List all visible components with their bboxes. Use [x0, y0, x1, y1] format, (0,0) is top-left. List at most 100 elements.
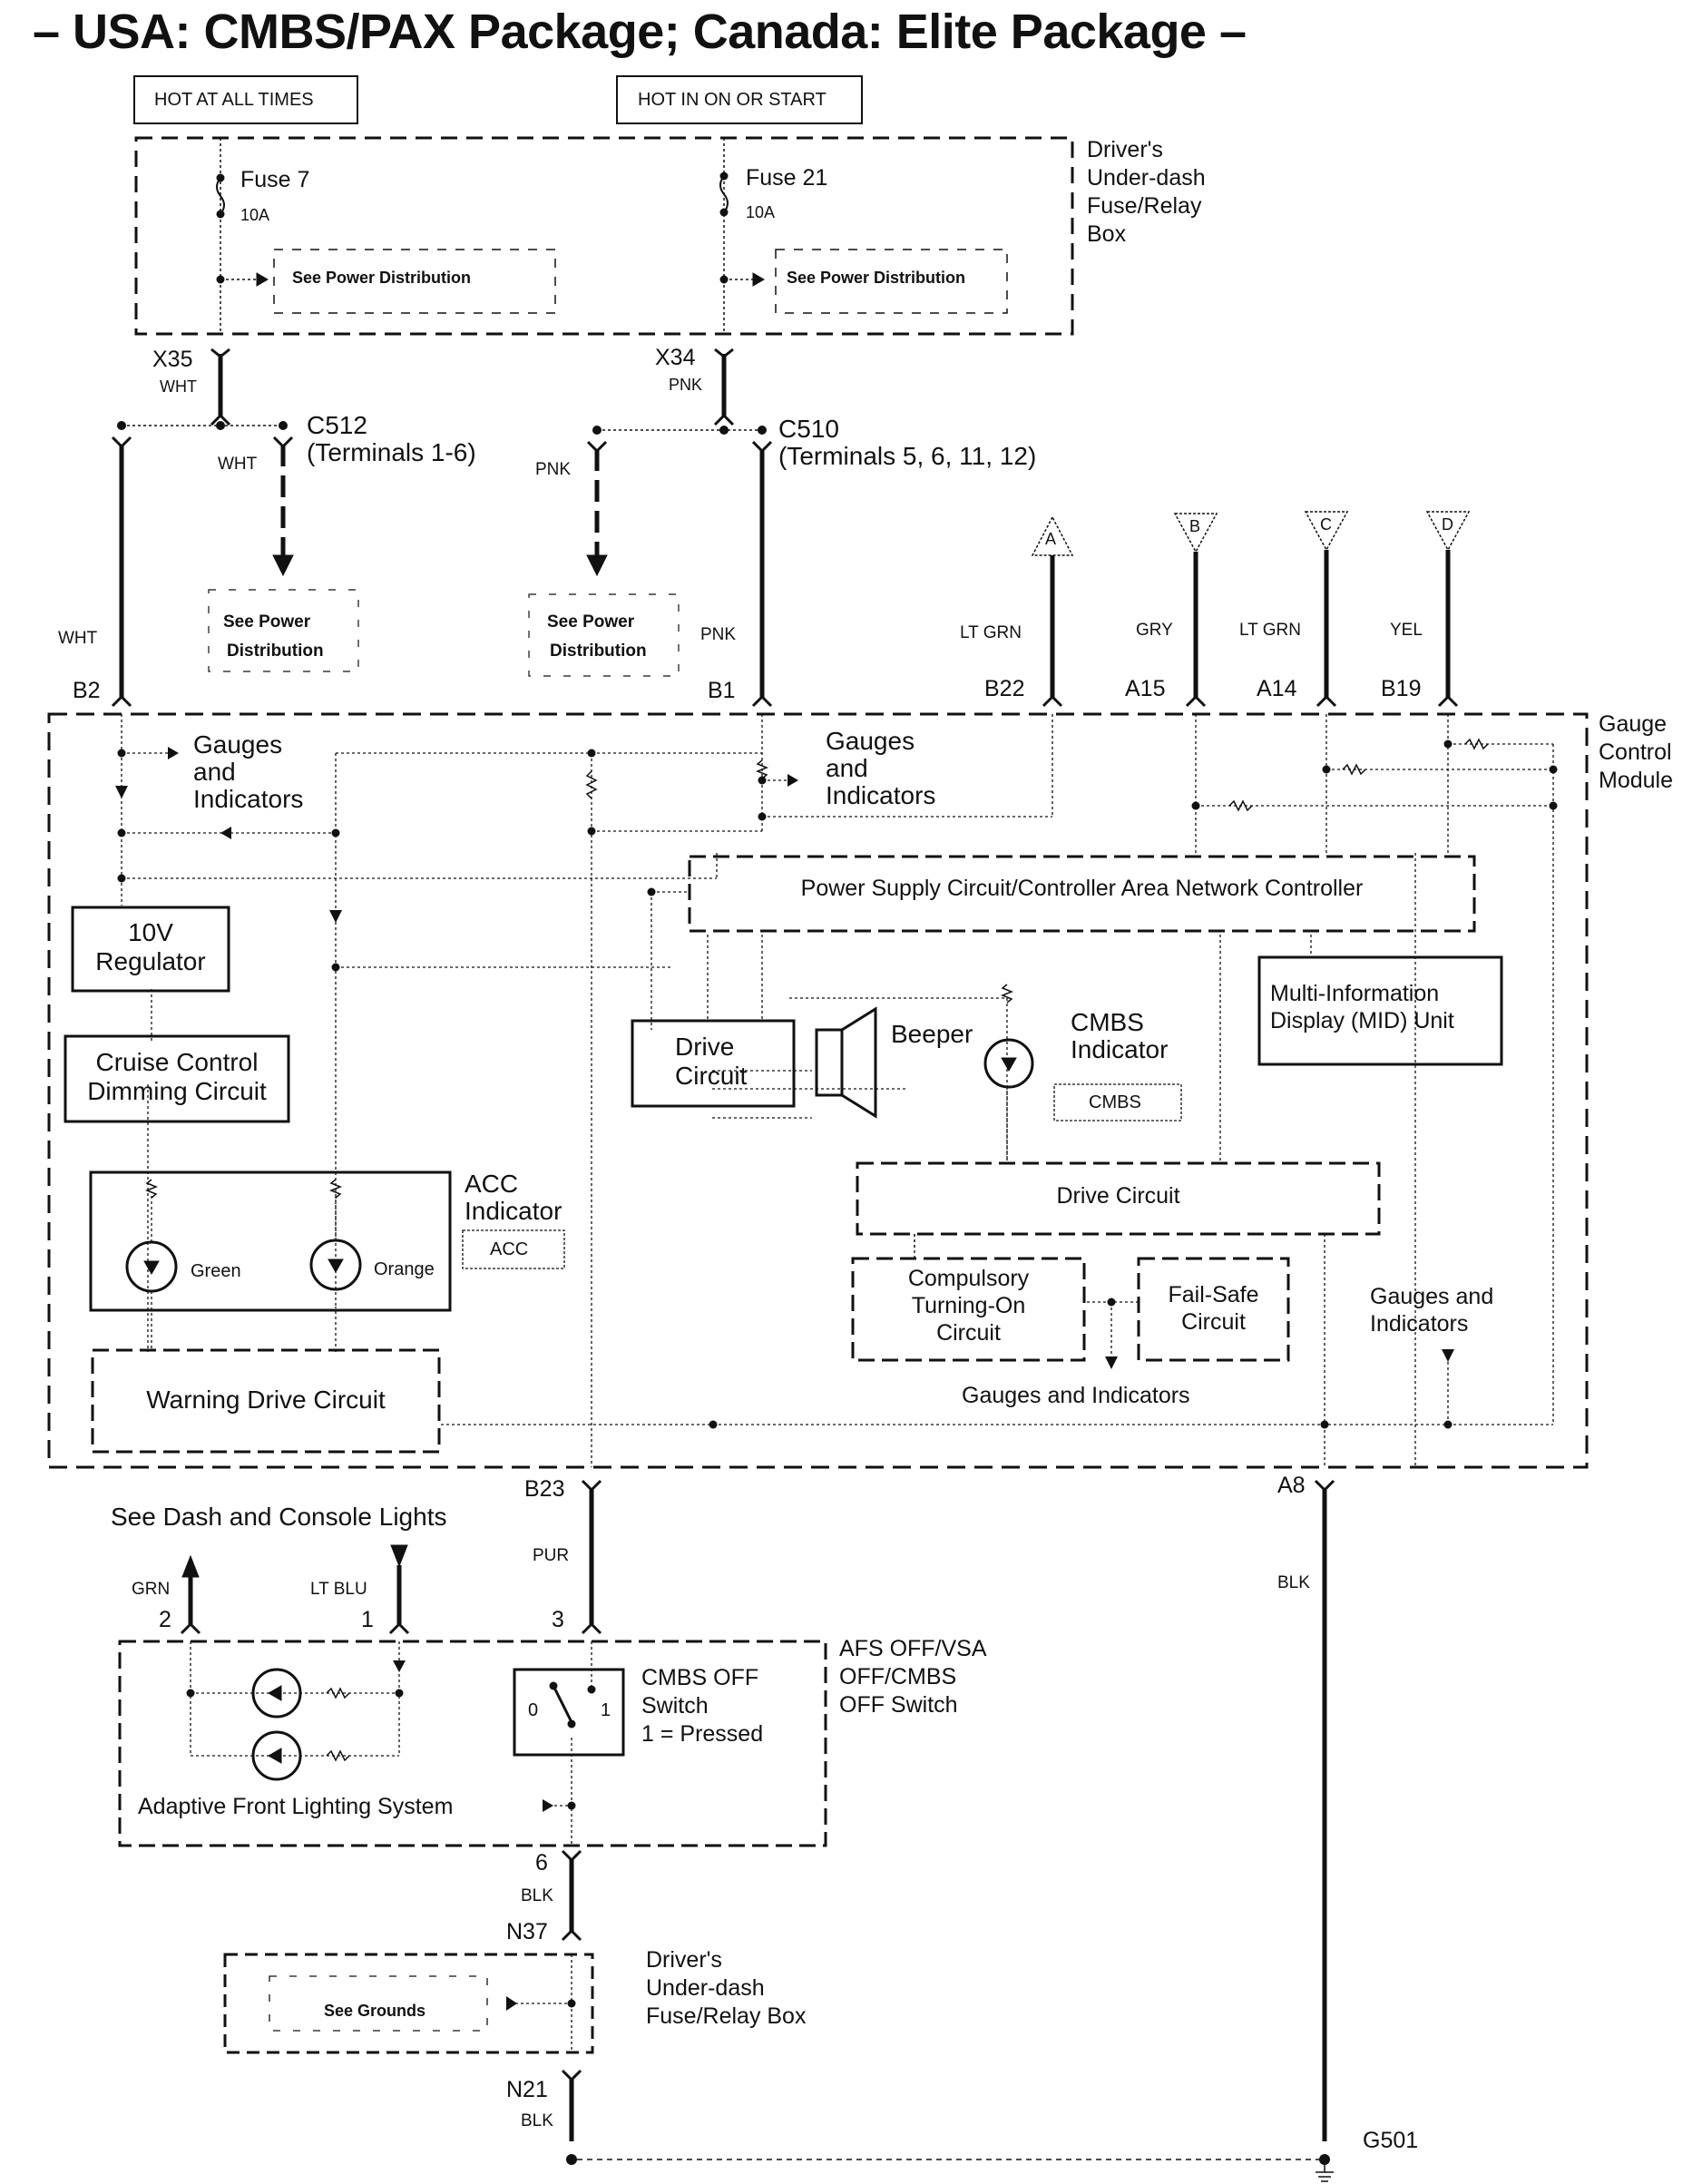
power-supply-label: Power Supply Circuit/Controller Area Net… — [800, 876, 1364, 901]
gauges-line: Gauges — [193, 730, 283, 759]
drive-circuit-2-label: Drive Circuit — [1056, 1183, 1180, 1209]
pin2-connector — [180, 1621, 201, 1635]
afs-led-1 — [251, 1668, 302, 1719]
fuse21-branch-arrow — [752, 272, 765, 287]
fuse21-rating: 10A — [746, 203, 776, 221]
gauges-indicators-2: Gauges and Indicators — [826, 728, 935, 809]
see-grounds-box — [269, 1975, 488, 2032]
pin-a8: A8 — [1277, 1473, 1306, 1498]
fuse-box-bottom-outline — [223, 1953, 594, 2054]
beeper-label: Beeper — [891, 1020, 973, 1048]
pin3-connector — [581, 1621, 602, 1635]
switch-assembly-outline — [118, 1640, 827, 1847]
hot-at-all-times-label: HOT AT ALL TIMES — [154, 90, 314, 110]
c510-see-link-line2[interactable]: Distribution — [550, 641, 647, 661]
fuse7-dot-top — [216, 173, 225, 182]
cmbs-off-switch-label-line: CMBS OFF — [641, 1665, 759, 1690]
fuse21-symbol — [719, 175, 729, 213]
acc-indicator-box — [89, 1170, 452, 1312]
afs-label: Adaptive Front Lighting System — [138, 1794, 454, 1819]
gauges-indicators-1: Gauges and Indicators — [193, 731, 303, 813]
fuse21-see-link[interactable]: See Power Distribution — [787, 269, 966, 287]
x34-connector-label: X34 — [655, 345, 696, 370]
b2-connector — [111, 694, 132, 708]
fuse21-dot-bottom — [719, 208, 729, 217]
b2-trunk-connector-top — [111, 436, 132, 449]
pin2-arrow-up — [181, 1554, 200, 1578]
switch-position-0: 0 — [528, 1700, 539, 1720]
x34-connector-bottom — [713, 413, 735, 426]
warning-drive-box — [91, 1348, 441, 1454]
x35-wire-color: WHT — [160, 377, 197, 396]
ground-icon — [1316, 2165, 1334, 2182]
c510-dot-mid — [719, 426, 729, 435]
mid-label: Multi-Information Display (MID) Unit — [1270, 980, 1454, 1034]
gauges-indicators-3: Gauges and Indicators — [962, 1383, 1190, 1408]
fuse-box-bottom-label-line: Driver's — [646, 1947, 722, 1973]
fuse7-name: Fuse 7 — [240, 167, 310, 192]
b1-connector — [751, 694, 773, 708]
compulsory-label-line: Circuit — [936, 1320, 1001, 1346]
beeper-body — [815, 1028, 844, 1097]
cmbs-lamp — [983, 1038, 1034, 1089]
c512-see-link-line1[interactable]: See Power — [223, 612, 311, 632]
a14-connector — [1316, 694, 1337, 708]
b2-trunk-wire-color: WHT — [58, 629, 98, 648]
gauges-line: and — [826, 754, 868, 782]
pin1-connector — [388, 1621, 410, 1635]
b23-connector — [581, 1479, 602, 1493]
b23-wire-color: PUR — [533, 1546, 570, 1565]
pin-b2: B2 — [73, 678, 101, 703]
x34-connector-top — [714, 348, 734, 358]
flag-c-triangle — [1304, 511, 1349, 552]
beeper-horn — [841, 1006, 877, 1119]
gauges-line: Indicators — [1370, 1311, 1469, 1337]
pin-a15: A15 — [1125, 676, 1166, 701]
cruise-dimming-label-line: Cruise Control — [95, 1048, 259, 1076]
drive-circuit-box-2 — [856, 1161, 1381, 1236]
flag-d-label: D — [1442, 515, 1453, 534]
x34-wire-color: PNK — [669, 376, 703, 394]
gauge-module-label-line: Gauge — [1599, 711, 1668, 737]
hot-at-all-times-box — [133, 75, 358, 124]
fuse21-see-box — [775, 249, 1008, 314]
gauges-line: Indicators — [193, 785, 304, 813]
pin6-wire-color: BLK — [521, 1886, 553, 1905]
fuse-box-top-label: Driver's Under-dash Fuse/Relay Box — [1087, 136, 1206, 249]
c512-see-link-line2[interactable]: Distribution — [227, 641, 324, 661]
ground-g501-label: G501 — [1363, 2128, 1419, 2153]
lamp-orange-label: Orange — [374, 1259, 435, 1279]
gauges-line: Indicators — [826, 781, 936, 809]
see-grounds-link[interactable]: See Grounds — [324, 2002, 426, 2020]
pin-n37: N37 — [506, 1919, 548, 1944]
fuse-box-top-outline — [134, 136, 1074, 336]
pin3-label: 3 — [552, 1607, 564, 1632]
fuse-box-top-label-line: Fuse/Relay — [1087, 193, 1202, 219]
c510-name: C510 — [778, 415, 839, 443]
cmbs-lamp-diode — [1001, 1057, 1017, 1072]
pin-n21: N21 — [506, 2077, 548, 2102]
gauge-module-label: Gauge Control Module — [1599, 710, 1673, 795]
fuse7-see-box — [273, 249, 556, 314]
pin1-label: 1 — [361, 1607, 374, 1632]
pin2-label: 2 — [159, 1607, 171, 1632]
see-dash-console-lights-link[interactable]: See Dash and Console Lights — [111, 1503, 447, 1531]
cruise-dimming-box — [64, 1034, 290, 1123]
switch-assembly-label: AFS OFF/VSA OFF/CMBS OFF Switch — [839, 1635, 987, 1719]
gauges-line: Gauges and — [1370, 1284, 1494, 1309]
c510-see-link-line1[interactable]: See Power — [547, 612, 635, 632]
switch-assembly-label-line: OFF/CMBS — [839, 1664, 957, 1689]
mid-label-line: Display (MID) Unit — [1270, 1008, 1454, 1033]
resistor-cmbs — [1000, 984, 1014, 1004]
x35-connector-top — [210, 348, 230, 358]
resistor-b23-line — [585, 770, 598, 799]
hot-in-on-or-start-box — [616, 75, 863, 124]
c510-dot-right — [758, 426, 767, 435]
c510-branch-connector — [586, 440, 608, 454]
fuse7-see-link[interactable]: See Power Distribution — [292, 269, 472, 287]
c510-branch-arrow — [586, 554, 608, 577]
cmbs-indicator-label-line: CMBS — [1071, 1008, 1144, 1036]
c512-branch-arrow — [272, 554, 294, 577]
b19-connector — [1437, 694, 1459, 708]
